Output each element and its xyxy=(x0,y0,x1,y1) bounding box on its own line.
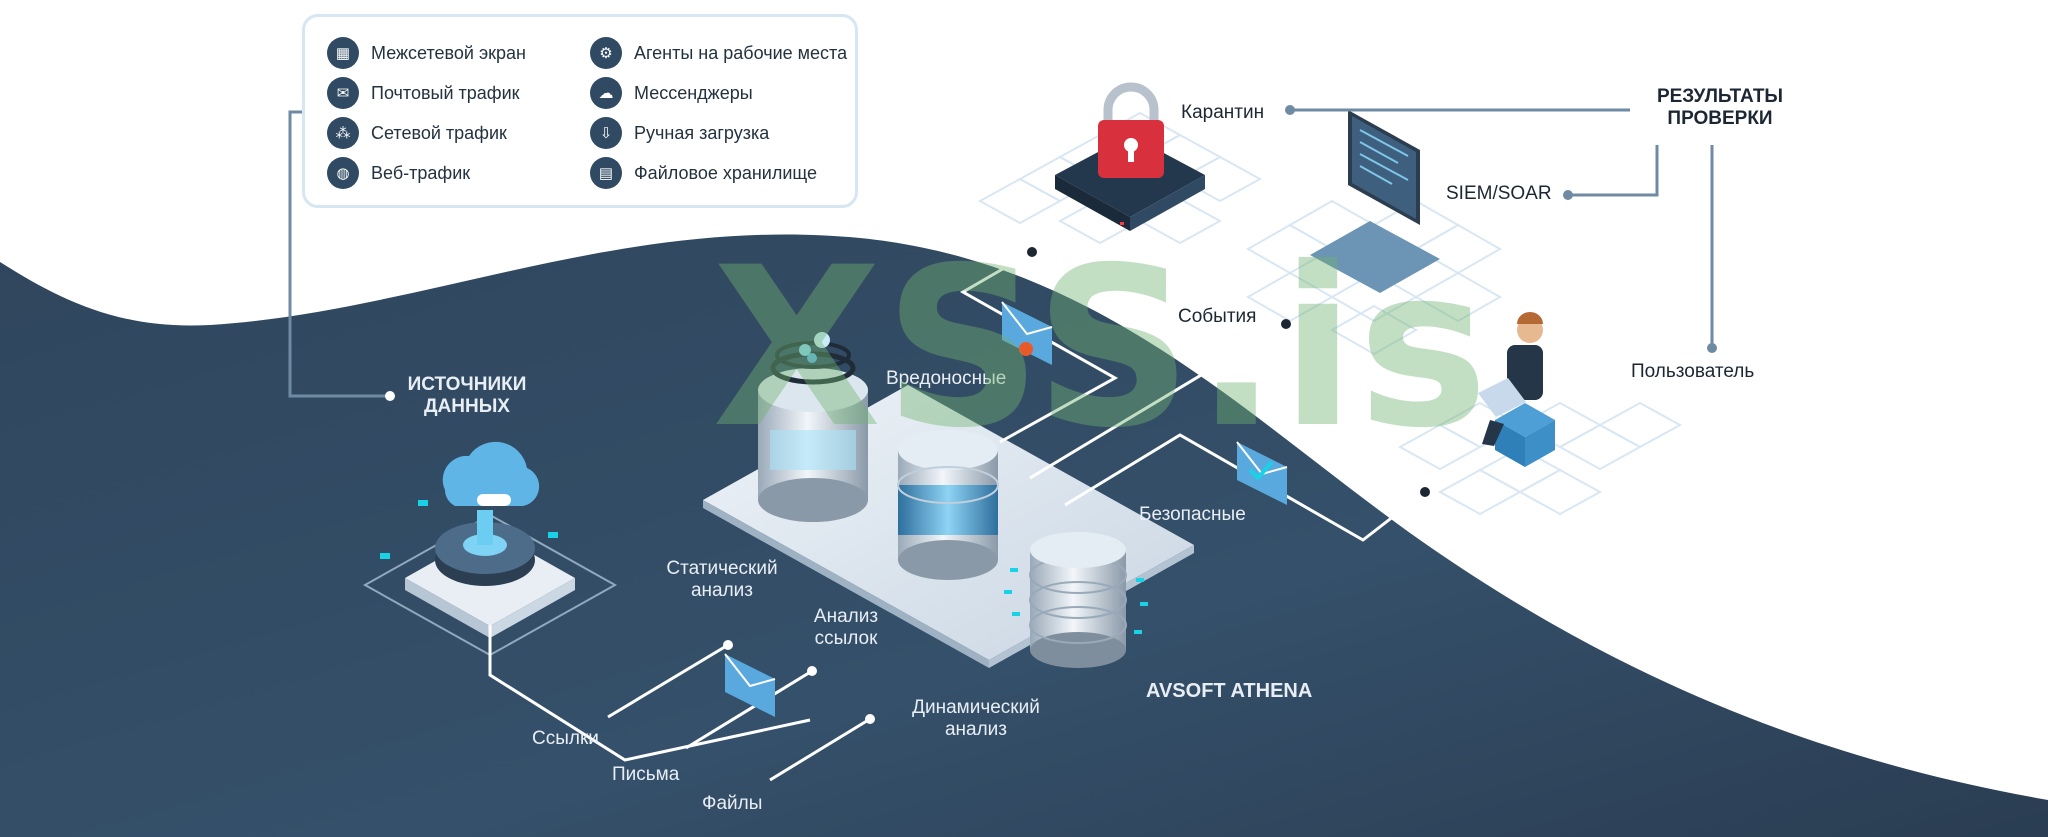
legend-item-file-storage: ▤ Файловое хранилище xyxy=(590,157,817,189)
data-sources-title-line1: ИСТОЧНИКИ xyxy=(407,374,527,395)
legend-item-firewall: ▦ Межсетевой экран xyxy=(327,37,526,69)
data-sources-device xyxy=(362,441,618,657)
user-grid xyxy=(1397,401,1683,516)
legend-label: Межсетевой экран xyxy=(371,42,526,63)
letters-label: Письма xyxy=(612,764,680,785)
safe-envelope-icon xyxy=(1236,441,1288,505)
legend-label: Агенты на рабочие места xyxy=(634,42,848,63)
links-analysis-cylinder xyxy=(897,430,999,580)
user-figure xyxy=(1478,312,1555,467)
events-label: События xyxy=(1178,306,1257,327)
results-title-line2: ПРОВЕРКИ xyxy=(1667,108,1773,129)
data-sources-title-line2: ДАННЫХ xyxy=(424,396,510,417)
dynamic-analysis-label-line2: анализ xyxy=(944,719,1008,740)
links-analysis-label: Анализ ссылок xyxy=(796,606,896,650)
connectors-white xyxy=(488,250,1426,782)
chat-icon: ☁ xyxy=(590,77,622,109)
user-label: Пользователь xyxy=(1631,361,1755,382)
watermark: XSS.is xyxy=(712,220,1491,476)
static-analysis-label: Статический анализ xyxy=(652,558,792,602)
mail-icon: ✉ xyxy=(327,77,359,109)
globe-icon: ◍ xyxy=(327,157,359,189)
legend-item-network: ⁂ Сетевой трафик xyxy=(327,117,507,149)
links-analysis-label-line1: Анализ xyxy=(813,606,879,627)
legend-label: Почтовый трафик xyxy=(371,82,520,103)
quarantine-lock-server xyxy=(1055,82,1205,231)
links-label: Ссылки xyxy=(532,728,599,749)
legend-label: Сетевой трафик xyxy=(371,122,507,143)
legend-item-manual-upload: ⇩ Ручная загрузка xyxy=(590,117,769,149)
safe-label: Безопасные xyxy=(1139,504,1246,525)
static-analysis-label-line2: анализ xyxy=(690,580,754,601)
malicious-envelope-icon xyxy=(1001,301,1053,365)
legend-item-mail: ✉ Почтовый трафик xyxy=(327,77,520,109)
upload-icon: ⇩ xyxy=(590,117,622,149)
legend-label: Мессенджеры xyxy=(634,82,753,103)
file-icon: ▤ xyxy=(590,157,622,189)
legend-item-messengers: ☁ Мессенджеры xyxy=(590,77,753,109)
agent-icon: ⚙ xyxy=(590,37,622,69)
letters-envelope-icon xyxy=(724,653,776,717)
siem-laptop xyxy=(1310,110,1440,293)
malicious-label: Вредоносные xyxy=(886,368,1007,389)
data-sources-legend: ▦ Межсетевой экран ✉ Почтовый трафик ⁂ С… xyxy=(302,14,858,208)
product-name: AVSOFT ATHENA xyxy=(1146,680,1313,702)
dynamic-analysis-label-line1: Динамический xyxy=(912,697,1040,718)
results-title: РЕЗУЛЬТАТЫ ПРОВЕРКИ xyxy=(1640,86,1800,130)
quarantine-label: Карантин xyxy=(1181,102,1265,123)
network-icon: ⁂ xyxy=(327,117,359,149)
firewall-icon: ▦ xyxy=(327,37,359,69)
dynamic-analysis-server xyxy=(1004,532,1148,668)
static-analysis-cylinder xyxy=(758,332,868,522)
legend-item-web: ◍ Веб-трафик xyxy=(327,157,470,189)
results-title-line1: РЕЗУЛЬТАТЫ xyxy=(1656,86,1784,107)
data-sources-title: ИСТОЧНИКИ ДАННЫХ xyxy=(392,374,542,418)
static-analysis-label-line1: Статический xyxy=(666,558,778,579)
legend-label: Файловое хранилище xyxy=(634,162,818,183)
links-analysis-label-line2: ссылок xyxy=(814,628,878,649)
siem-soar-label: SIEM/SOAR xyxy=(1446,183,1552,204)
files-label: Файлы xyxy=(702,793,763,814)
legend-label: Ручная загрузка xyxy=(634,122,770,143)
dynamic-analysis-label: Динамический анализ xyxy=(896,697,1056,741)
legend-label: Веб-трафик xyxy=(371,162,471,183)
connector-dots xyxy=(385,105,1717,724)
legend-item-agents: ⚙ Агенты на рабочие места xyxy=(590,37,847,69)
